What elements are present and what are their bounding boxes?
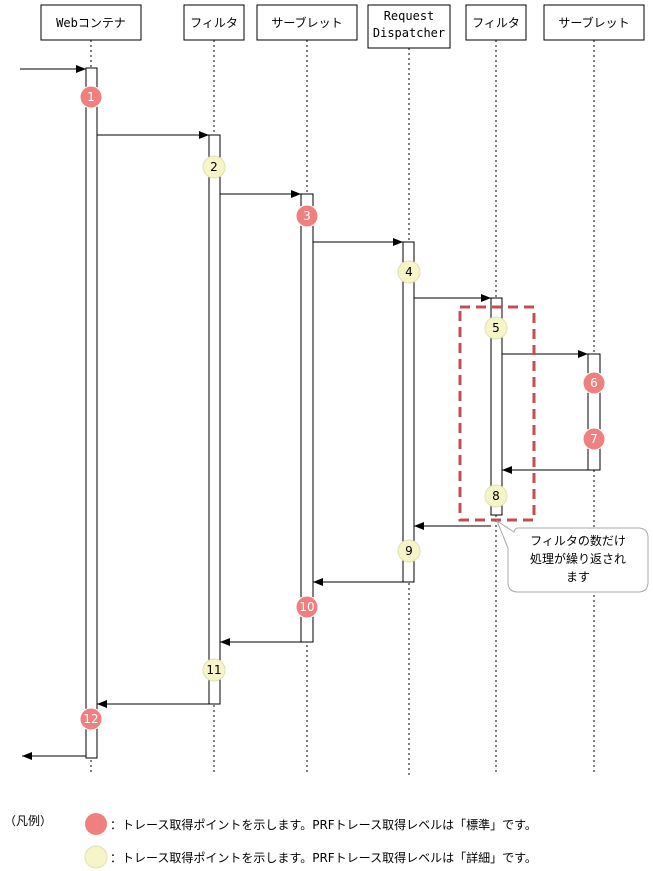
lifelines — [90, 40, 595, 775]
callout-bubble — [495, 519, 649, 593]
trace-point-12 — [79, 707, 103, 731]
participant-box-filter1 — [183, 4, 245, 41]
trace-point-label-7: 7 — [590, 432, 598, 446]
activation-dispatcher — [402, 241, 415, 583]
activation-filter1 — [208, 134, 221, 705]
trace-point-labels: 1 2 3 4 5 6 7 8 9 10 11 12 — [83, 90, 597, 726]
trace-point-9 — [397, 539, 421, 563]
participant-box-servlet1 — [256, 4, 358, 41]
trace-point-label-4: 4 — [405, 265, 413, 279]
participant-label-webcontainer: Webコンテナ — [56, 16, 126, 30]
trace-point-label-6: 6 — [590, 376, 598, 390]
participant-headers — [40, 4, 645, 49]
legend-standard-swatch — [85, 813, 107, 835]
trace-point-label-10: 10 — [299, 600, 314, 614]
trace-point-6 — [582, 371, 606, 395]
trace-point-1 — [79, 85, 103, 109]
trace-points — [79, 85, 606, 731]
activation-filter2 — [490, 297, 503, 516]
callout-line-3: ます — [566, 570, 590, 584]
participant-label-dispatcher-line2: Dispatcher — [373, 26, 445, 40]
participant-box-servlet2 — [543, 4, 645, 41]
participant-box-webcontainer — [40, 4, 142, 41]
trace-point-10 — [295, 595, 319, 619]
trace-point-3 — [295, 204, 319, 228]
callout-line-1: フィルタの数だけ — [530, 533, 626, 548]
trace-point-11 — [202, 658, 226, 682]
participant-labels: Webコンテナ フィルタ サーブレット Request Dispatcher フ… — [56, 9, 629, 40]
trace-point-label-1: 1 — [87, 90, 95, 104]
trace-point-4 — [397, 260, 421, 284]
repeat-region-box — [458, 305, 536, 522]
participant-box-filter2 — [465, 4, 527, 41]
messages — [20, 65, 588, 760]
legend-detail-swatch — [84, 845, 108, 869]
trace-point-label-11: 11 — [206, 663, 221, 677]
callout-text: フィルタの数だけ 処理が繰り返され ます — [530, 533, 626, 584]
participant-label-dispatcher-line1: Request — [384, 9, 435, 23]
participant-label-servlet1: サーブレット — [271, 15, 342, 30]
activation-servlet2 — [587, 353, 601, 471]
trace-point-label-12: 12 — [83, 712, 98, 726]
trace-point-label-2: 2 — [210, 160, 218, 174]
trace-point-2 — [202, 155, 226, 179]
legend-title: （凡例） — [4, 814, 53, 828]
activation-servlet1 — [300, 193, 314, 643]
trace-point-label-5: 5 — [492, 321, 500, 335]
trace-point-label-3: 3 — [303, 209, 311, 223]
activation-webcontainer — [85, 67, 98, 759]
trace-point-5 — [484, 316, 508, 340]
activation-bars — [85, 67, 601, 759]
participant-label-filter2: フィルタ — [472, 16, 520, 30]
participant-label-servlet2: サーブレット — [558, 15, 629, 30]
participant-label-filter1: フィルタ — [190, 16, 238, 30]
legend-standard-text: ：トレース取得ポイントを示します。PRFトレース取得レベルは「標準」です。 — [110, 818, 537, 832]
callout-line-2: 処理が繰り返され — [530, 551, 626, 566]
participant-box-dispatcher — [367, 4, 451, 49]
trace-point-7 — [582, 427, 606, 451]
legend-detail-text: ：トレース取得ポイントを示します。PRFトレース取得レベルは「詳細」です。 — [110, 851, 537, 865]
trace-point-label-9: 9 — [405, 544, 413, 558]
trace-point-8 — [484, 484, 508, 508]
trace-point-label-8: 8 — [492, 489, 500, 503]
